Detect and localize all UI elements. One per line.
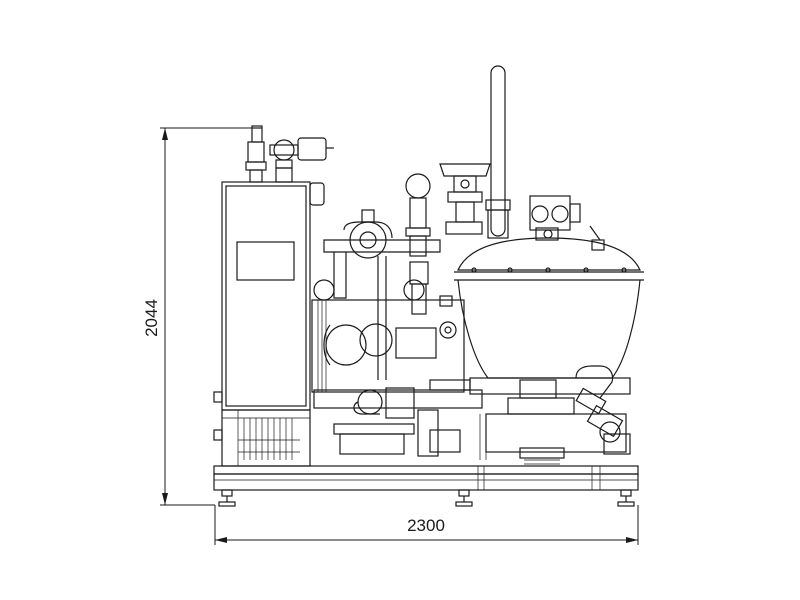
width-dimension: 2300 bbox=[214, 505, 639, 545]
pump-motor-group bbox=[311, 295, 471, 393]
height-dimension-label: 2044 bbox=[142, 299, 161, 337]
separator-drive-motor bbox=[529, 195, 605, 251]
base-frame bbox=[213, 465, 639, 491]
levelling-feet bbox=[218, 489, 635, 507]
height-dimension: 2044 bbox=[142, 127, 255, 506]
piping-system bbox=[313, 173, 441, 380]
regulating-valve bbox=[439, 163, 491, 235]
control-cabinet bbox=[213, 181, 325, 467]
separator-bowl bbox=[454, 227, 644, 379]
width-dimension-label: 2300 bbox=[407, 516, 445, 535]
separator-base bbox=[469, 377, 631, 465]
lower-piping bbox=[313, 387, 487, 460]
vent-stack bbox=[485, 65, 511, 239]
cabinet-top-valves bbox=[245, 125, 334, 183]
